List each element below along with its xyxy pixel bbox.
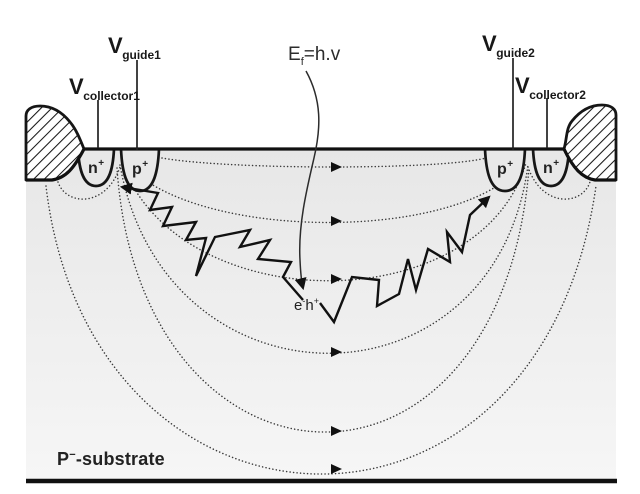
surface-line — [26, 147, 616, 182]
vguide2-sub: guide2 — [496, 46, 535, 60]
vguide1-sub: guide1 — [122, 48, 161, 62]
field-arrow-5 — [331, 426, 342, 436]
substrate-sup: − — [69, 449, 76, 461]
left-n-well — [76, 147, 116, 188]
substrate-region — [26, 149, 616, 483]
vguide1-base: V — [108, 33, 123, 58]
carrier-paths — [119, 182, 491, 325]
field-lines — [45, 157, 597, 475]
electron-zigzag-left — [119, 182, 304, 301]
vcollector1-sub: collector1 — [83, 89, 140, 103]
vguide2-label: Vguide2 — [482, 31, 535, 60]
vcollector1-label: Vcollector1 — [69, 74, 140, 103]
field-arrow-6 — [331, 464, 342, 474]
photon-energy-rest: =h.v — [303, 44, 341, 65]
field-arc-left-n — [57, 166, 121, 200]
photon-energy-sub: f — [300, 56, 304, 68]
right-p-well — [483, 147, 527, 193]
right-p-base: p — [496, 161, 507, 178]
electrode-stems — [97, 58, 548, 150]
vcollector1-base: V — [69, 74, 84, 99]
left-n-base: n — [87, 160, 98, 177]
ehp-e-sup: - — [302, 296, 306, 306]
ehp-h-sup: + — [313, 296, 319, 306]
field-arrow-3 — [331, 274, 342, 284]
substrate-label: P−-substrate — [57, 449, 165, 469]
left-p-sup: + — [142, 159, 149, 170]
field-line-3 — [121, 162, 527, 282]
field-line-6 — [45, 185, 597, 475]
ehp-h: h — [305, 297, 314, 314]
field-line-1 — [161, 157, 487, 168]
substrate-rest: -substrate — [75, 449, 165, 469]
substrate-base: P — [57, 449, 70, 469]
vcollector2-label: Vcollector2 — [515, 73, 586, 102]
doped-wells — [76, 147, 571, 193]
photon-energy-label: Ef=h.v — [288, 45, 340, 68]
right-n-base: n — [542, 160, 553, 177]
photon-path — [294, 70, 320, 291]
right-n-well-label: n+ — [543, 159, 559, 177]
vcollector2-base: V — [515, 73, 530, 98]
vguide1-label: Vguide1 — [108, 33, 161, 62]
field-arrow-4 — [331, 347, 342, 357]
vcollector2-sub: collector2 — [529, 88, 586, 102]
right-p-sup: + — [507, 159, 514, 170]
field-arrow-2 — [331, 216, 342, 226]
field-line-5 — [116, 167, 530, 433]
field-arrow-1 — [331, 162, 342, 172]
ehp-e: e — [294, 297, 303, 314]
electron-hole-pair-label: e-h+ — [294, 296, 319, 314]
left-n-sup: + — [98, 158, 105, 169]
left-p-base: p — [131, 161, 142, 178]
field-line-2 — [123, 160, 525, 224]
field-line-arrows — [331, 162, 342, 474]
field-arc-right-n — [527, 166, 591, 200]
left-p-well-label: p+ — [132, 160, 148, 178]
photon-energy-base: E — [288, 44, 301, 65]
right-n-sup: + — [553, 158, 560, 169]
vguide2-base: V — [482, 31, 497, 56]
right-p-well-label: p+ — [497, 160, 513, 178]
left-n-well-label: n+ — [88, 159, 104, 177]
hole-zigzag-right — [319, 195, 491, 325]
